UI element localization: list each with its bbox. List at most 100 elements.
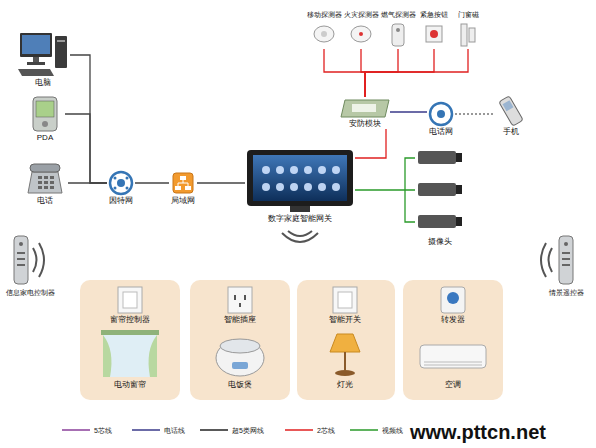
node-label: 局域网 [169,196,197,206]
legend-line [132,425,160,435]
wire-connector [68,182,107,183]
internet-icon [110,172,132,194]
legend-item: 视频线 [350,425,403,435]
wire-connector [70,55,107,183]
socket-icon [228,287,252,313]
node-label: 电脑 [15,78,70,88]
security-module: 安防模块 [340,97,390,129]
detector-icons [314,24,475,46]
phone-network-icon [430,103,452,125]
telephone-device: 电话 [22,160,68,206]
smart-switch: 智能开关 [300,285,390,325]
wire-connector [365,49,468,97]
detector: 门窗磁 [451,10,485,49]
legend-label: 电话线 [164,426,185,435]
curtain-switch-icon [118,287,142,313]
camera-group: 摄像头 [415,145,465,247]
node-label: 摄像头 [415,237,465,247]
legend-line [62,425,90,435]
lamp: 灯光 [300,328,390,390]
legend-item: 电话线 [132,425,185,435]
node-label: PDA [25,133,65,143]
wire-connector [355,158,415,222]
curtain-controller: 窗帘控制器 [85,285,175,325]
repeater-icon [441,287,465,313]
legend-line [200,425,228,435]
remote-icons [14,236,573,284]
light-switch-icon [333,287,357,313]
node-label: 电话网 [427,127,455,137]
node-label: 燃气探测器 [379,10,418,19]
appliance-panel [80,280,503,400]
node-label: 空调 [408,380,498,390]
node-label: 因特网 [107,196,135,206]
wire-connector [455,113,495,114]
wire-connector [390,111,427,112]
air-conditioner: 空调 [408,328,498,390]
legend-line [350,425,378,435]
scene-remote: 情景遥控器 [540,232,592,297]
node-label: 电话 [22,196,68,206]
camera-icons [418,151,462,228]
node-label: 窗帘控制器 [85,315,175,325]
node-label: 情景遥控器 [540,288,592,297]
node-label: 智能插座 [195,315,285,325]
repeater: 转发器 [408,285,498,325]
wire-connector [324,49,365,97]
node-label: 灯光 [300,380,390,390]
curtain-icon [101,330,159,377]
legend-label: 5芯线 [94,426,112,435]
node-label: 智能开关 [300,315,390,325]
air-conditioner-icon [420,345,486,368]
watermark: www.pttcn.net [410,421,546,444]
node-label: 数字家庭智能网关 [245,214,355,224]
legend-item: 5芯线 [62,425,112,435]
legend-item: 超5类网线 [200,425,264,435]
security-module-icon [341,100,389,117]
legend-label: 2芯线 [317,426,335,435]
telephone-icon [28,164,62,193]
node-label: 手机 [495,127,527,137]
wire-connector [365,49,398,97]
gateway-device: 数字家庭智能网关 [245,148,355,224]
computer-device: 电脑 [15,30,70,88]
node-label: 电动窗帘 [85,380,175,390]
detector: 紧急按钮 [417,10,451,49]
legend-item: 2芯线 [285,425,335,435]
mobile-phone: 手机 [495,95,527,137]
smart-socket: 智能插座 [195,285,285,325]
detector: 移动探测器 [305,10,344,49]
rice-cooker-icon [216,339,264,376]
appliance-remote: 信息家电控制器 [2,232,58,297]
legend-label: 视频线 [382,426,403,435]
node-label: 紧急按钮 [417,10,451,19]
gateway-screen [247,150,353,212]
lamp-icon [330,334,360,376]
wire-connector [135,182,169,183]
wire-connector [197,182,245,183]
computer-icon [18,33,67,76]
node-label: 转发器 [408,315,498,325]
node-label: 电饭煲 [195,380,285,390]
wire-connector [65,114,107,183]
detector: 火灾探测器 [342,10,381,49]
node-label: 火灾探测器 [342,10,381,19]
detector: 燃气探测器 [379,10,418,49]
node-label: 移动探测器 [305,10,344,19]
pda-icon [33,97,57,131]
wire-connector [365,49,434,97]
lan-icon [173,173,193,193]
lan-hub: 局域网 [169,170,197,206]
node-label: 门窗磁 [451,10,485,19]
wireless-waves [33,231,552,277]
node-label: 安防模块 [340,119,390,129]
rice-cooker: 电饭煲 [195,328,285,390]
internet-hub: 因特网 [107,170,135,206]
mobile-icon [499,96,523,126]
phone-network: 电话网 [427,101,455,137]
node-label: 信息家电控制器 [2,288,58,297]
electric-curtain: 电动窗帘 [85,328,175,390]
legend-label: 超5类网线 [232,426,264,435]
pda-device: PDA [25,95,65,143]
